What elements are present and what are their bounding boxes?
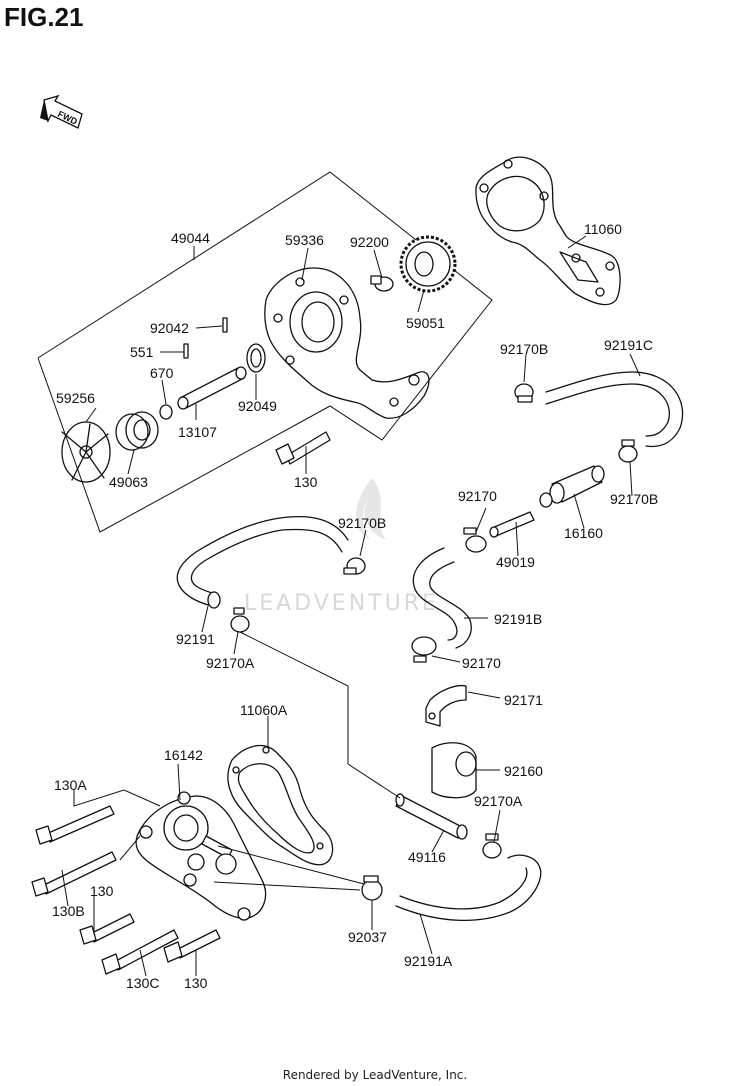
washer-92200 [370,275,394,292]
pump-housing-59336 [264,267,430,419]
pin-92042 [222,317,228,333]
label-92037: 92037 [348,929,387,945]
label-59336: 59336 [285,232,324,248]
label-92170B-right: 92170B [610,491,658,507]
bolt-130-bot [163,929,221,963]
label-92171: 92171 [504,692,543,708]
label-11060A: 11060A [240,702,288,718]
label-92049: 92049 [238,398,277,414]
bolt-130-top [275,431,331,465]
label-130-bot: 130 [184,975,208,991]
label-92191A: 92191A [404,953,453,969]
grommet-92160 [431,742,477,799]
gasket-11060A [227,744,334,866]
clamp-92037 [361,875,383,901]
label-92170-upper: 92170 [458,488,497,504]
watermark-text: LEADVENTURE [244,591,439,616]
label-670: 670 [150,365,174,381]
label-92191: 92191 [176,631,215,647]
assembly-frame-49044 [37,171,493,533]
label-130B: 130B [52,903,85,919]
label-130C: 130C [126,975,159,991]
clamp-92170B-mid [343,557,366,575]
label-92200: 92200 [350,234,389,250]
footer-credit: Rendered by LeadVenture, Inc. [282,1068,468,1082]
label-11060: 11060 [584,221,622,237]
label-49063: 49063 [109,474,148,490]
seal-92049 [246,343,266,373]
pump-cover-16142 [135,791,267,921]
figure-title: FIG.21 [4,2,84,32]
bolt-130C [101,929,179,975]
label-59256: 59256 [56,390,95,406]
fwd-arrow-icon: FWD [40,94,83,129]
bolt-130A [35,805,115,845]
label-13107: 13107 [178,424,217,440]
impeller-59256 [61,421,111,483]
watermark: LEADVENTURE [244,478,439,616]
label-92191B: 92191B [494,611,542,627]
label-92170B-mid: 92170B [338,515,386,531]
gasket-11060 [475,156,621,306]
clamp-92170A-lower [482,833,502,859]
pin-551 [183,343,189,359]
label-92042: 92042 [150,320,189,336]
part-labels: 49044 59336 92200 11060 59051 92042 551 … [52,221,658,991]
label-92170B-top: 92170B [500,341,548,357]
label-551: 551 [130,344,154,360]
label-92170A-lower: 92170A [474,793,523,809]
label-49019: 49019 [496,554,535,570]
o-ring-670 [159,404,173,420]
label-59051: 59051 [406,315,445,331]
label-49116: 49116 [408,849,446,865]
bolt-130B [31,851,117,897]
label-49044: 49044 [171,230,210,246]
label-92191C: 92191C [604,337,653,353]
label-16160: 16160 [564,525,603,541]
hose-92191 [176,515,349,607]
label-92160: 92160 [504,763,543,779]
mechanical-seal-49063 [115,411,159,451]
fitting-49019 [489,511,535,538]
hose-92191B [412,547,458,641]
label-130-top: 130 [294,474,318,490]
hose-92191A [395,854,542,922]
thermostat-16160 [539,465,605,508]
fitting-49116 [395,793,468,840]
gear-59051 [399,235,457,293]
label-92170-lower: 92170 [462,655,501,671]
bolt-130-mid [79,913,135,945]
clamp-92170B-top [514,383,534,403]
label-16142: 16142 [164,747,203,763]
shaft-13107 [177,366,247,410]
label-130-mid: 130 [90,883,114,899]
label-92170A-upper: 92170A [206,655,255,671]
clamp-92170 [463,527,487,553]
clamp-92170B-right [618,439,638,463]
leader-lines [61,235,641,977]
bracket-92171 [425,684,467,727]
clamp-92170-lower [411,636,437,663]
hose-92191C [545,371,684,448]
label-130A: 130A [54,777,87,793]
